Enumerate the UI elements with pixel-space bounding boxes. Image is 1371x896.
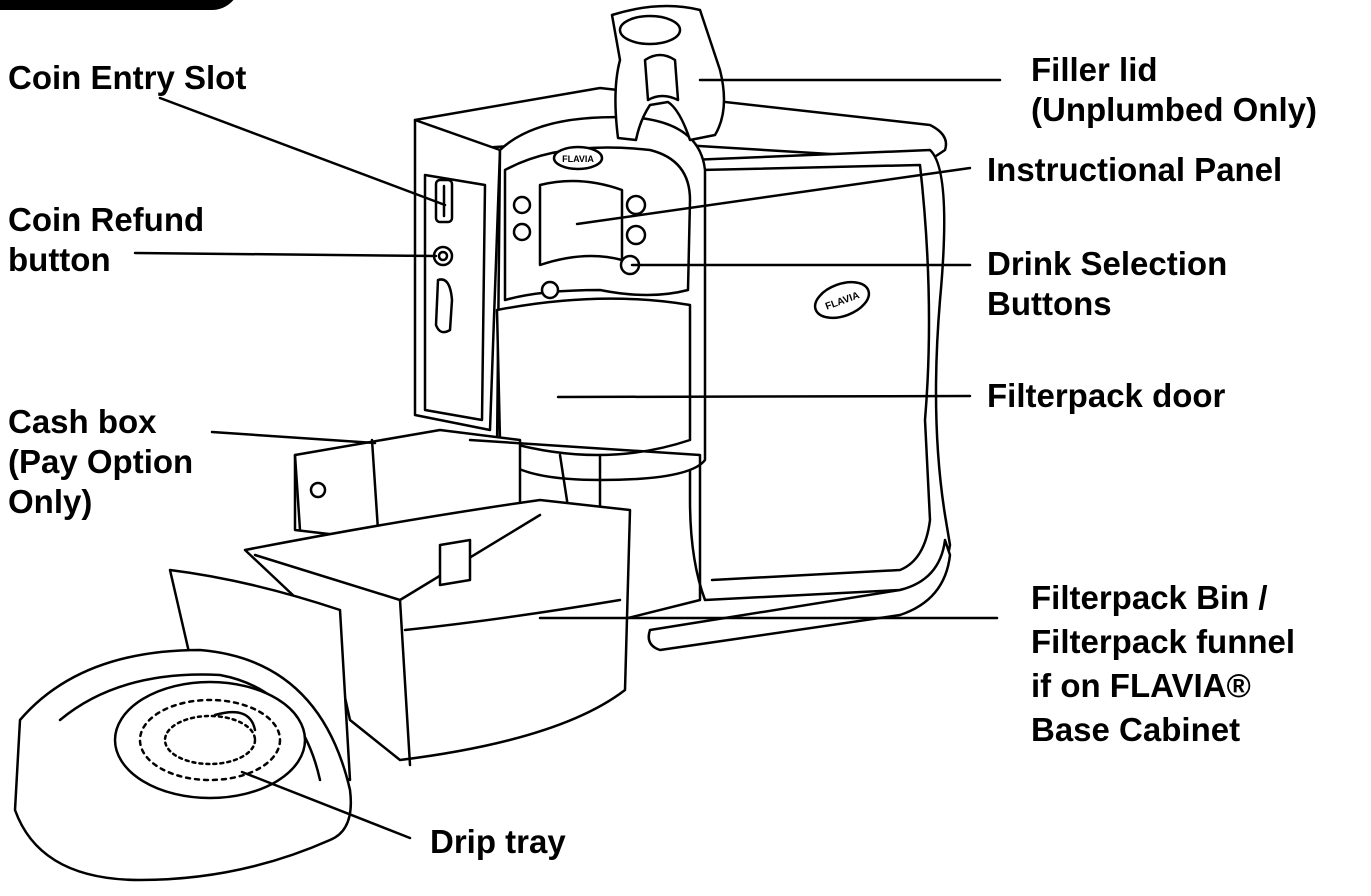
filterpack-bin-part bbox=[243, 498, 632, 762]
coin-return-cup bbox=[434, 278, 454, 334]
leader-coin-refund-button bbox=[133, 251, 438, 258]
side-logo-badge bbox=[813, 280, 871, 320]
label-filterpack-door: Filterpack door bbox=[987, 377, 1226, 414]
label-filler-lid: Filler lid (Unplumbed Only) bbox=[1031, 51, 1317, 128]
filterpack-door-part bbox=[495, 297, 692, 457]
leader-coin-entry-slot bbox=[158, 96, 447, 207]
leader-lines bbox=[133, 78, 1002, 840]
leader-filterpack-door bbox=[556, 394, 972, 399]
label-coin-entry-slot: Coin Entry Slot bbox=[8, 59, 247, 96]
label-filterpack-bin: Filterpack Bin / Filterpack funnel if on… bbox=[1031, 579, 1296, 748]
label-instructional-panel: Instructional Panel bbox=[987, 151, 1283, 188]
label-drink-selection-buttons: Drink Selection Buttons bbox=[987, 245, 1228, 322]
cabinet-side-inner bbox=[698, 163, 932, 582]
cabinet-base-foot bbox=[647, 538, 952, 652]
leader-drip-tray bbox=[240, 770, 412, 840]
front-logo-text: FLAVIA bbox=[562, 154, 594, 164]
label-drip-tray: Drip tray bbox=[430, 823, 566, 860]
leader-cash-box bbox=[210, 430, 377, 445]
header-tab bbox=[0, 0, 240, 10]
cabinet-side-panel bbox=[688, 148, 952, 602]
front-logo-badge bbox=[552, 145, 604, 171]
drink-selection-button-group bbox=[512, 194, 647, 300]
leader-instructional-panel bbox=[575, 166, 972, 226]
coin-mechanism-column bbox=[413, 118, 502, 432]
label-cash-box: Cash box (Pay Option Only) bbox=[8, 403, 194, 520]
label-coin-refund-button: Coin Refund button bbox=[8, 201, 205, 278]
